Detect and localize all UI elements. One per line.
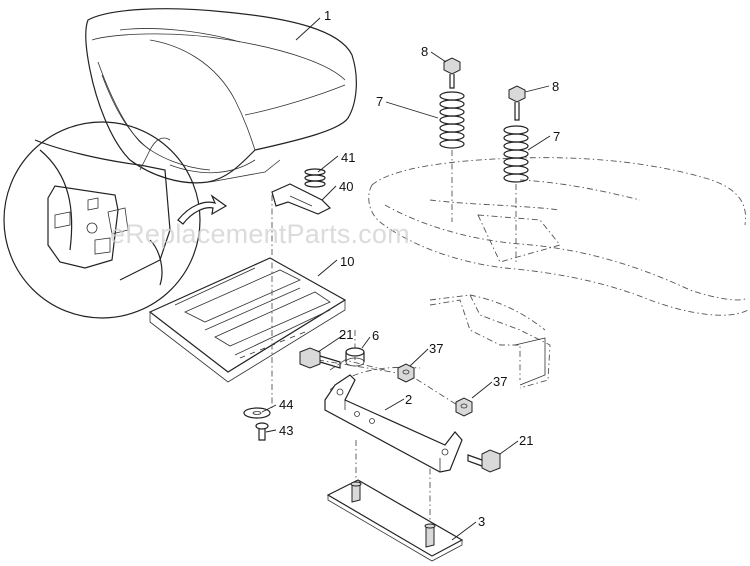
nut-37-left — [397, 363, 415, 383]
spring-7-left — [439, 91, 465, 149]
callout-base-plate-3: 3 — [478, 514, 485, 529]
watermark-text: eReplacementParts.com — [110, 219, 410, 249]
callout-seat-pan: 10 — [340, 254, 354, 269]
callout-spring-41: 41 — [341, 150, 355, 165]
base-plate-3 — [326, 479, 464, 562]
callout-nut-37-right: 37 — [493, 374, 507, 389]
seat-pan — [148, 257, 347, 383]
callout-bolt-8-right: 8 — [552, 79, 559, 94]
mount-bracket-2 — [324, 374, 463, 473]
callout-spacer-6: 6 — [372, 328, 379, 343]
callout-spring-7-right: 7 — [553, 129, 560, 144]
callout-washer-44: 44 — [279, 397, 293, 412]
bolt-8-right — [508, 85, 526, 121]
callout-nut-37-left: 37 — [429, 341, 443, 356]
callout-screw-43: 43 — [279, 423, 293, 438]
callout-bolt-21-top: 21 — [339, 327, 353, 342]
chassis-bracket — [429, 299, 546, 386]
callout-spring-7-left: 7 — [376, 94, 383, 109]
seat-assembly — [85, 8, 357, 184]
nut-37-right — [455, 397, 473, 417]
callout-bracket-40: 40 — [339, 179, 353, 194]
spring-7-right — [503, 125, 529, 183]
leader-lines — [261, 17, 551, 541]
bracket-40 — [271, 183, 332, 215]
washer-44 — [243, 407, 271, 419]
callout-bolt-21-bottom: 21 — [519, 433, 533, 448]
bolt-21-bottom — [467, 449, 501, 473]
detail-inset — [3, 121, 228, 319]
chassis-outline — [329, 157, 749, 391]
spring-41 — [304, 168, 326, 188]
bolt-21-top — [299, 347, 341, 369]
bolt-8-left — [443, 57, 461, 89]
callout-seat: 1 — [324, 8, 331, 23]
callout-bolt-8-left: 8 — [421, 44, 428, 59]
callout-labels: 1 41 40 10 7 7 8 8 21 6 37 37 44 43 2 21… — [279, 8, 560, 529]
callout-mount-bracket-2: 2 — [405, 392, 412, 407]
spacer-6 — [345, 347, 365, 367]
screw-43 — [255, 422, 269, 441]
